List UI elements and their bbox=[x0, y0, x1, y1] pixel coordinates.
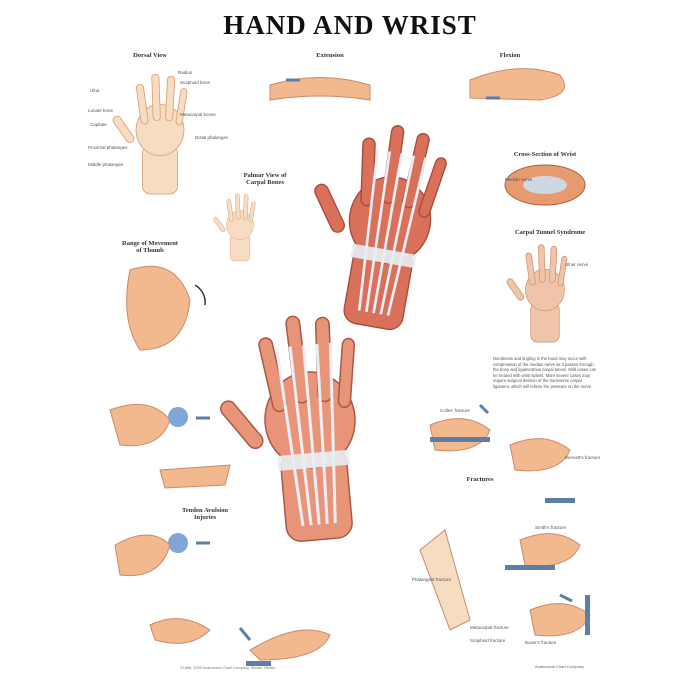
ball-icon bbox=[168, 407, 188, 427]
ball-grip-hand bbox=[109, 403, 171, 447]
surface-bar-1 bbox=[505, 565, 555, 570]
surface-bar-0 bbox=[430, 437, 490, 442]
label-smith: Smith's fracture bbox=[535, 525, 567, 530]
heading-tendon-avulsion: Tendon Avulsion Injuries bbox=[181, 507, 229, 521]
extension-hand bbox=[269, 77, 371, 101]
heading-dorsal-view: Dorsal View bbox=[133, 52, 167, 59]
label-scaphoid: Scaphoid bone bbox=[180, 80, 211, 85]
boxer-fracture-hand bbox=[529, 603, 591, 637]
label-median-nerve: Median nerve bbox=[505, 177, 533, 182]
heading-carpal-tunnel: Carpal Tunnel Syndrome bbox=[514, 229, 586, 236]
label-radius: Radius bbox=[178, 70, 193, 75]
surface-bar-2 bbox=[545, 498, 575, 503]
carpal-tunnel-hand bbox=[506, 244, 568, 343]
label-ulna: Ulna bbox=[90, 88, 100, 93]
mallet-finger-2 bbox=[249, 629, 331, 661]
heading-cross-section: Cross-Section of Wrist bbox=[513, 151, 577, 158]
finger-fracture-xray bbox=[419, 529, 471, 631]
force-arrow-icon bbox=[559, 593, 573, 603]
force-arrow-icon bbox=[238, 627, 252, 641]
heading-extension: Extension bbox=[316, 52, 344, 59]
rotation-arrow-icon bbox=[194, 284, 206, 306]
label-distal-phalanges: Distal phalanges bbox=[195, 135, 229, 140]
heading-fractures: Fractures bbox=[466, 476, 494, 483]
label-bennett: Bennett's fracture bbox=[565, 455, 601, 460]
smith-fracture-hand bbox=[519, 533, 581, 567]
finger-avulsion bbox=[159, 464, 231, 489]
label-middle-phalanges: Middle phalanges bbox=[88, 162, 124, 167]
dorsal-tendon-hand bbox=[220, 315, 356, 542]
label-colles: Colles' fracture bbox=[440, 408, 470, 413]
ball-grip-hand-2 bbox=[114, 534, 171, 577]
label-metacarpal-fracture: Metacarpal fracture bbox=[470, 625, 509, 630]
carpal-tunnel-contents bbox=[523, 176, 567, 194]
thumb-range-hand bbox=[126, 265, 191, 351]
label-boxer: Boxer's fracture bbox=[525, 640, 557, 645]
heading-range-thumb: Range of Movement of Thumb bbox=[122, 240, 178, 254]
heading-flexion: Flexion bbox=[499, 52, 521, 59]
carpal-tunnel-description: Numbness and tingling in the hand may oc… bbox=[493, 356, 597, 389]
dorsal-view-skeleton bbox=[112, 73, 188, 195]
copyright-footer: ©1986, 2000 Anatomical Chart Company, Sk… bbox=[180, 666, 277, 670]
force-arrow-icon bbox=[478, 403, 490, 415]
carpal-bones-view bbox=[213, 193, 256, 262]
bennett-fracture-hand bbox=[509, 438, 571, 472]
label-ulnar-nerve: Ulnar nerve bbox=[565, 262, 589, 267]
label-proximal-phalanges: Proximal phalanges bbox=[88, 145, 128, 150]
label-capitate: Capitate bbox=[90, 122, 107, 127]
poster-title: HAND AND WRIST bbox=[223, 10, 477, 40]
publisher-logo: Anatomical Chart Company bbox=[535, 664, 584, 669]
label-metacarpal: Metacarpal bones bbox=[180, 112, 216, 117]
surface-bar-wall bbox=[585, 595, 590, 635]
label-lunate: Lunate bone bbox=[88, 108, 114, 113]
label-phalangeal: Phalangeal fracture bbox=[412, 577, 452, 582]
surface-bar-3 bbox=[246, 661, 271, 666]
palmar-muscle-hand bbox=[314, 125, 447, 331]
mallet-finger-1 bbox=[149, 618, 211, 644]
flexion-hand bbox=[469, 68, 565, 101]
label-scaphoid-fracture: Scaphoid fracture bbox=[470, 638, 506, 643]
heading-palmar-carpal: Palmar View of Carpal Bones bbox=[243, 172, 287, 186]
ball-icon-2 bbox=[168, 533, 188, 553]
colles-fracture-hand bbox=[429, 418, 491, 452]
